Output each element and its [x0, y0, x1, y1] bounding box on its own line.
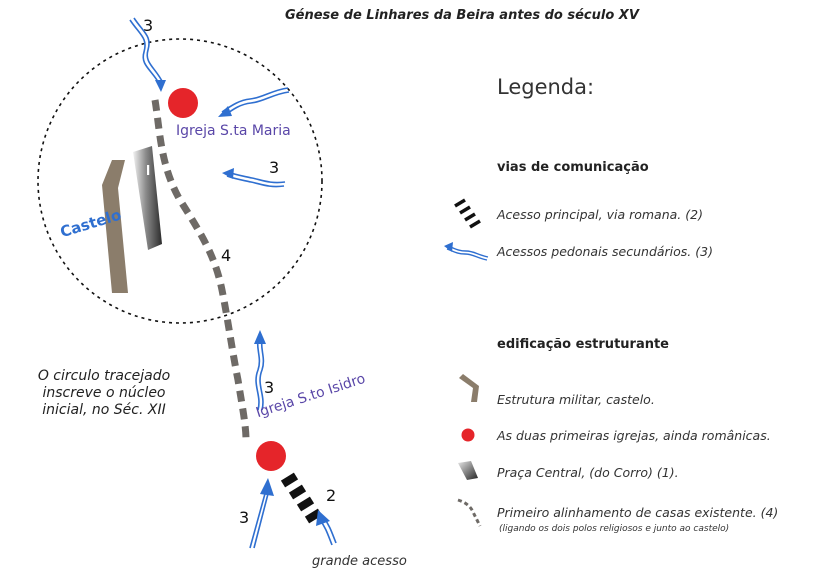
label-grande-acesso: grande acesso — [312, 554, 407, 569]
circle-note: O circulo tracejado inscreve o núcleo in… — [8, 368, 200, 419]
num-4: 4 — [221, 246, 232, 265]
legend-icon-praca — [458, 461, 478, 480]
castle-shape — [102, 160, 128, 293]
legend-icon-igreja — [461, 428, 475, 442]
igreja-santo-isidro-marker — [256, 441, 286, 471]
legend-igrejas: As duas primeiras igrejas, ainda românic… — [497, 428, 771, 443]
legend-acesso-principal: Acesso principal, via romana. (2) — [497, 207, 703, 222]
nucleo-circle — [37, 38, 323, 324]
acessos-pedonais — [129, 17, 337, 549]
num-3-lower: 3 — [264, 378, 275, 397]
legend-alinhamento: Primeiro alinhamento de casas existente.… — [497, 505, 779, 520]
legend-section-edificacao: edificação estruturante — [497, 337, 670, 352]
legend-icon-castelo — [459, 374, 479, 402]
acesso-principal-road — [280, 472, 323, 524]
legend-estrutura-militar: Estrutura militar, castelo. — [497, 392, 655, 407]
legend-section-vias: vias de comunicação — [497, 160, 649, 175]
circle-note-line2: inscreve o núcleo — [42, 385, 166, 401]
legend-alinhamento-note: (ligando os dois polos religiosos e junt… — [499, 524, 730, 534]
num-3-bottom: 3 — [239, 508, 250, 527]
praca-central-shape — [133, 146, 162, 250]
legend-acessos-pedonais: Acessos pedonais secundários. (3) — [497, 244, 713, 259]
num-3-mid: 3 — [269, 158, 280, 177]
legend-icon-acessos-pedonais — [444, 242, 489, 261]
legend-icon-acesso-principal — [454, 198, 481, 229]
map-title: Génese de Linhares da Beira antes do séc… — [285, 8, 639, 23]
igreja-santa-maria-marker — [168, 88, 198, 118]
circle-note-line1: O circulo tracejado — [37, 368, 171, 384]
circle-note-line3: inicial, no Séc. XII — [42, 402, 166, 418]
houses-alignment-path — [151, 99, 250, 441]
num-3-top: 3 — [143, 16, 154, 35]
legend-heading: Legenda: — [497, 75, 595, 99]
legend-praca-central: Praça Central, (do Corro) (1). — [497, 465, 679, 480]
label-igreja-santa-maria: Igreja S.ta Maria — [176, 123, 291, 139]
legend-icon-casas — [457, 498, 482, 527]
num-2: 2 — [326, 486, 337, 505]
